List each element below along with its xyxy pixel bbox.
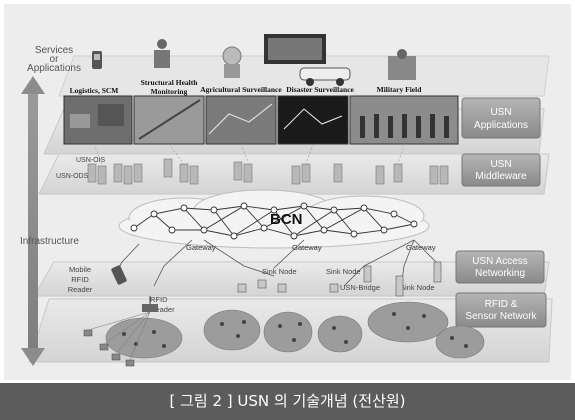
middleware-servers <box>87 158 449 185</box>
label-box-middleware <box>461 153 541 187</box>
rfid-links <box>87 311 151 361</box>
app-label-disaster: Disaster Surveillance <box>286 85 354 94</box>
gateway-labels: Gateway Gateway Gateway <box>186 243 436 252</box>
label-sensor-2: Sensor Network <box>465 311 537 322</box>
label-applications-2: Applications <box>474 120 528 131</box>
sink-node-label-3: Sink Node <box>400 283 435 292</box>
label-access-1: USN Access <box>472 256 528 267</box>
photo-agricultural <box>205 95 277 145</box>
car-icon <box>299 67 351 86</box>
vertical-double-arrow <box>21 76 45 366</box>
app-label-structural-2: Monitoring <box>151 87 188 96</box>
layer-label-boxes: USN Applications USN Middleware USN Acce… <box>455 97 547 328</box>
usn-bridge-label: USN-Bridge <box>340 283 380 292</box>
access-devices: Mobile RFID Reader Sink Node Sink Node S… <box>68 261 442 314</box>
app-label-military: Military Field <box>377 85 423 94</box>
middleware-links <box>93 143 405 165</box>
label-sensor-1: RFID & <box>485 299 518 310</box>
middleware-ods-label: USN-ODS <box>56 173 89 180</box>
rfid-reader-icon <box>142 296 158 312</box>
figure-caption: [ 그림 2 ] USN 의 기술개념 (전산원) <box>0 383 575 420</box>
person-icon <box>154 39 170 68</box>
soldier-icon <box>388 49 416 80</box>
label-box-applications <box>461 97 541 139</box>
mobile-reader-icon <box>111 265 127 285</box>
label-applications-1: USN <box>490 107 511 118</box>
farmer-icon <box>222 46 242 78</box>
label-box-sensor <box>455 292 547 328</box>
monitor-screen-icon <box>264 34 326 64</box>
infrastructure-label: Infrastructure <box>20 236 79 247</box>
sensor-nodes <box>122 312 468 348</box>
rfid-reader-line-2: Reader <box>150 305 175 314</box>
mobile-reader-line-3: Reader <box>68 285 93 294</box>
photo-disaster <box>277 95 349 145</box>
sink-node-label-1: Sink Node <box>262 267 297 276</box>
phone-icon <box>92 51 102 69</box>
services-line-2: or <box>50 54 60 65</box>
app-label-agricultural: Agricultural Surveillance <box>200 85 282 94</box>
bcn-cloud: BCN <box>118 189 430 249</box>
label-access-2: Networking <box>475 268 525 279</box>
sink-node-label-2: Sink Node <box>326 267 361 276</box>
mobile-reader-line-1: Mobile <box>69 265 91 274</box>
middleware-ois-label: USN-OIS <box>76 157 106 164</box>
services-label: Services or Applications <box>27 45 81 74</box>
services-line-1: Services <box>35 45 73 56</box>
gateway-label-1: Gateway <box>186 243 216 252</box>
rfid-reader-line-1: RFID <box>150 295 168 304</box>
diagram-frame: Services or Applications Infrastructure … <box>4 4 571 380</box>
application-photos <box>63 95 459 145</box>
app-label-logistics: Logistics, SCM <box>70 86 119 95</box>
usn-concept-diagram: Services or Applications Infrastructure … <box>20 34 553 367</box>
app-label-structural-1: Structural Health <box>141 78 199 87</box>
bcn-label: BCN <box>270 211 303 228</box>
label-middleware-1: USN <box>490 159 511 170</box>
gateway-label-2: Gateway <box>292 243 322 252</box>
application-labels: Logistics, SCM Structural Health Monitor… <box>70 78 423 96</box>
application-icons <box>92 34 416 86</box>
services-line-3: Applications <box>27 63 81 74</box>
sensor-clusters <box>105 301 485 359</box>
mobile-reader-line-2: RFID <box>71 275 89 284</box>
label-middleware-2: Middleware <box>475 171 527 182</box>
label-box-access <box>455 250 545 284</box>
gateway-label-3: Gateway <box>406 243 436 252</box>
